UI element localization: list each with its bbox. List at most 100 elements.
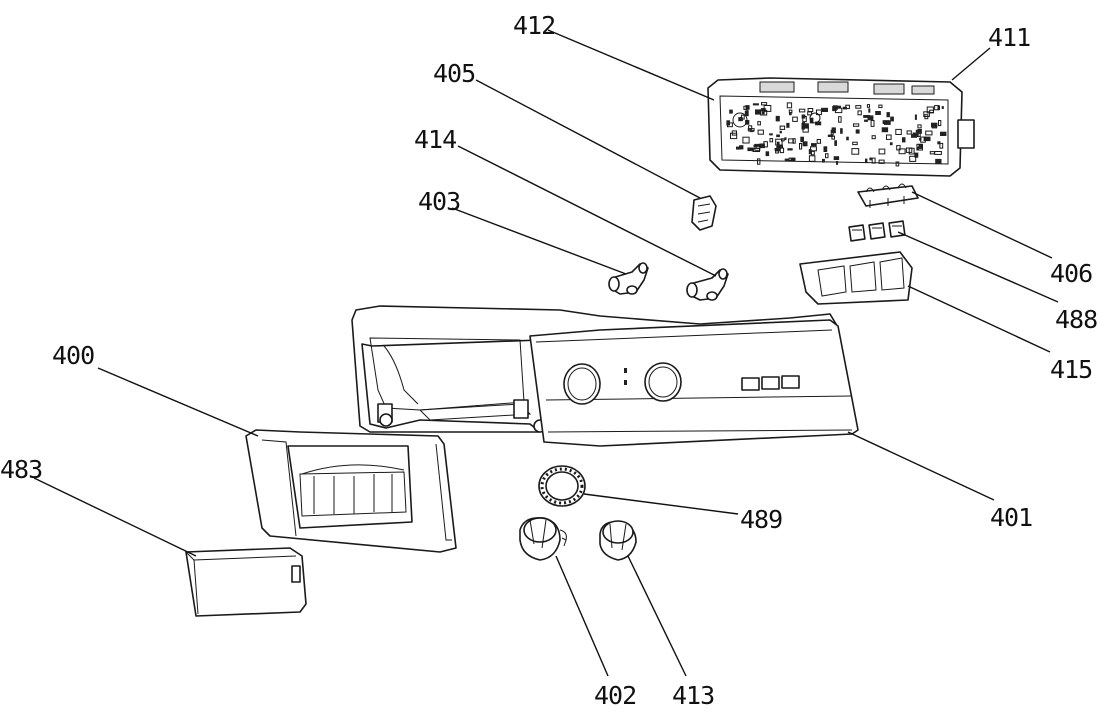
pcb-component: [909, 155, 917, 162]
pcb-component: [747, 128, 755, 132]
pcb-component: [774, 148, 781, 151]
pcb-component: [761, 111, 765, 115]
pcb-component: [799, 143, 803, 150]
pcb-component: [815, 121, 822, 126]
leader-483: [33, 477, 197, 557]
pcb-component: [889, 142, 893, 146]
pcb-component: [842, 106, 847, 110]
label-415: 415: [1050, 355, 1092, 384]
pcb-component: [935, 158, 942, 164]
pcb-component: [788, 138, 794, 144]
pcb-component: [886, 112, 890, 118]
leader-414: [457, 145, 717, 277]
pcb-component: [776, 141, 780, 146]
label-406: 406: [1050, 259, 1092, 288]
pcb-component: [825, 153, 829, 159]
pcb-component: [832, 105, 838, 111]
pcb-component: [746, 110, 749, 116]
pcb-component: [917, 124, 922, 129]
pcb-component: [934, 105, 940, 111]
label-483: 483: [0, 455, 42, 484]
label-402: 402: [594, 681, 636, 710]
pcb-component: [769, 138, 774, 143]
pcb-component: [864, 119, 868, 122]
pcb-components: [726, 102, 947, 167]
pcb-component: [912, 132, 919, 137]
pcb-component: [865, 158, 868, 164]
pcb-component: [800, 136, 804, 143]
pcb-component: [786, 102, 793, 109]
pcb-component: [881, 127, 889, 133]
pcb-component: [809, 117, 814, 124]
pcb-component: [916, 146, 919, 151]
pcb-component: [834, 140, 837, 146]
pcb-component: [740, 114, 745, 120]
pcb-component: [816, 139, 822, 144]
label-412: 412: [513, 11, 555, 40]
pcb-component: [755, 145, 761, 149]
part-405-connector: [691, 195, 717, 231]
pcb-component: [846, 136, 849, 141]
pcb-component: [855, 105, 862, 109]
leader-488: [897, 231, 1059, 303]
pcb-component: [747, 147, 754, 152]
pcb-component: [855, 129, 860, 134]
pcb-component: [851, 148, 860, 155]
part-489-ring: [538, 465, 586, 507]
pcb-component: [776, 134, 780, 138]
pcb-component: [743, 105, 748, 110]
pcb-component: [863, 115, 870, 118]
pcb-component: [802, 126, 809, 133]
pcb-component: [779, 125, 786, 130]
pcb-component: [759, 143, 765, 149]
pcb-component: [790, 158, 796, 161]
pcb-component: [808, 155, 816, 162]
pcb-component: [870, 120, 875, 127]
pcb-component: [810, 146, 817, 152]
label-403: 403: [418, 187, 460, 216]
part-411-control-board: [707, 77, 975, 177]
pcb-component: [784, 137, 787, 141]
leader-413: [627, 555, 687, 677]
pcb-component: [836, 161, 839, 165]
pcb-component: [852, 141, 858, 146]
pcb-component: [878, 148, 886, 155]
leader-415: [907, 285, 1051, 353]
pcb-component: [837, 105, 841, 109]
pcb-component: [736, 146, 741, 150]
leader-403: [451, 207, 627, 275]
pcb-component: [827, 134, 834, 137]
pcb-component: [898, 148, 906, 155]
pcb-component: [937, 141, 941, 145]
part-400-dispenser-drawer: [245, 429, 457, 553]
pcb-component: [941, 106, 944, 109]
pcb-component: [867, 115, 874, 121]
pcb-component: [918, 143, 923, 149]
pcb-component: [779, 130, 782, 134]
pcb-component: [763, 141, 768, 148]
pcb-component: [760, 109, 768, 116]
pcb-component: [798, 108, 806, 113]
pcb-component: [833, 156, 840, 160]
pcb-component: [838, 116, 842, 123]
pcb-component: [742, 136, 750, 144]
pcb-component: [748, 125, 753, 130]
part-488-buttons: [848, 220, 906, 242]
pcb-component: [923, 111, 930, 118]
pcb-component: [916, 143, 924, 151]
leader-405: [475, 79, 701, 199]
label-414: 414: [414, 125, 456, 154]
pcb-component: [923, 136, 931, 142]
pcb-component: [940, 131, 947, 136]
leader-400: [97, 367, 259, 437]
part-402-knob: [519, 516, 567, 561]
pcb-component: [914, 114, 917, 120]
pcb-component: [765, 151, 770, 157]
pcb-component: [757, 121, 761, 126]
pcb-component: [871, 135, 876, 140]
pcb-component: [939, 142, 944, 149]
label-411: 411: [988, 23, 1030, 52]
pcb-component: [831, 127, 836, 134]
pcb-component: [780, 138, 785, 142]
